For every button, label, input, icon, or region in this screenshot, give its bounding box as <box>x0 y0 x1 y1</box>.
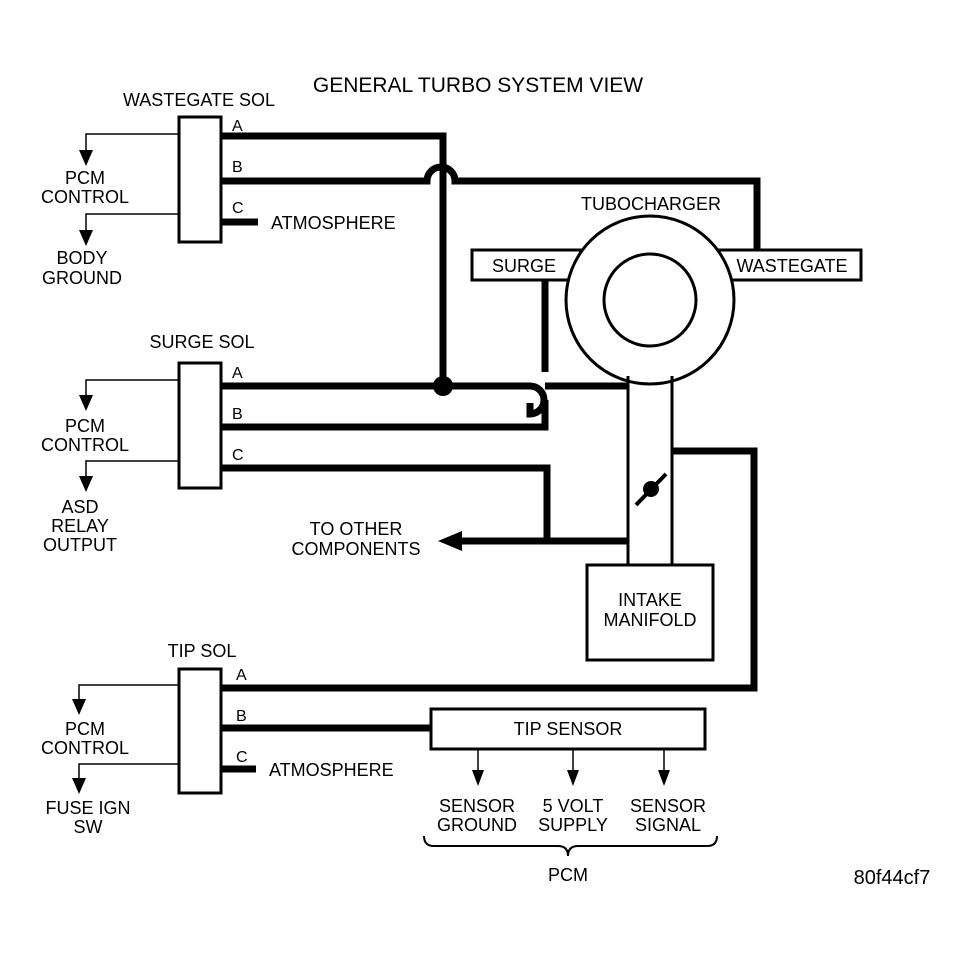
tip-sensor-box <box>429 707 707 751</box>
tip-pcm-arrow-icon <box>72 699 86 715</box>
five-volt-label-line1: 5 VOLT <box>543 796 604 816</box>
surge-control-label-line1: PCM <box>65 416 105 436</box>
sensor-signal-label-line1: SENSOR <box>630 796 706 816</box>
sensor-ground-label-line1: SENSOR <box>439 796 515 816</box>
hose-surge-a <box>221 382 628 418</box>
wastegate-port <box>713 248 863 282</box>
wastegate-atmosphere-label: ATMOSPHERE <box>271 213 396 233</box>
wastegate-control-label-line2: CONTROL <box>41 187 129 207</box>
sensor-signal-label-line2: SIGNAL <box>635 815 701 835</box>
surge-power-label-line3: OUTPUT <box>43 535 117 555</box>
tip-pin-c: C <box>236 749 248 766</box>
tip-sol-box <box>177 667 223 795</box>
intake-tube <box>626 376 674 565</box>
wastegate-ground-arrow-icon <box>79 230 93 246</box>
wastegate-pcm-arrow-icon <box>79 150 93 166</box>
surge-pcm-arrow-icon <box>79 395 93 411</box>
hose-surge-c <box>221 464 551 541</box>
sensor-ground-label-line2: GROUND <box>437 815 517 835</box>
tip-pcm-wire <box>78 684 179 701</box>
intake-manifold-label-line2: MANIFOLD <box>603 610 696 630</box>
surge-pin-b: B <box>232 406 243 423</box>
surge-pin-a: A <box>232 365 243 382</box>
figure-id: 80f44cf7 <box>854 867 931 889</box>
throttle-plate-icon <box>634 472 668 507</box>
wastegate-ground-label-line2: GROUND <box>42 268 122 288</box>
surge-sol-box <box>177 361 223 490</box>
surge-power-label-line1: ASD <box>61 497 98 517</box>
five-volt-label-line2: SUPPLY <box>538 815 608 835</box>
turbocharger: SURGE WASTEGATE TUBOCHARGER <box>470 194 863 386</box>
tip-sensor-label: TIP SENSOR <box>514 719 623 739</box>
other-components-label-line2: COMPONENTS <box>291 539 420 559</box>
surge-sol-label: SURGE SOL <box>149 332 254 352</box>
tip-power-arrow-icon <box>72 778 86 794</box>
tip-power-label-line1: FUSE IGN <box>45 798 130 818</box>
pcm-brace <box>423 835 718 857</box>
wastegate-ground-label-line1: BODY <box>56 248 107 268</box>
wastegate-pin-c: C <box>232 200 244 217</box>
wastegate-port-label: WASTEGATE <box>736 256 847 276</box>
surge-control-label-line2: CONTROL <box>41 435 129 455</box>
surge-pcm-wire <box>85 379 179 397</box>
tip-sensor: TIP SENSOR SENSOR GROUND 5 VOLT SUPPLY S… <box>423 707 718 885</box>
wastegate-control-label-line1: PCM <box>65 168 105 188</box>
tip-control-label-line1: PCM <box>65 719 105 739</box>
surge-port-label: SURGE <box>492 256 556 276</box>
tip-power-wire <box>78 763 179 780</box>
hose-wastegate-b <box>221 163 761 250</box>
other-components-label-line1: TO OTHER <box>310 519 403 539</box>
surge-power-arrow-icon <box>79 476 93 492</box>
tip-solenoid: TIP SOL A B C PCM CONTROL FUSE IGN SW AT… <box>41 641 394 837</box>
hose-wastegate-a <box>221 132 447 386</box>
surge-solenoid: SURGE SOL A B C PCM CONTROL ASD RELAY OU… <box>41 332 255 555</box>
pcm-label: PCM <box>548 865 588 885</box>
wastegate-pcm-wire <box>85 133 179 152</box>
turbocharger-label: TUBOCHARGER <box>581 194 721 214</box>
intake-manifold-box <box>585 563 715 662</box>
wastegate-sol-box <box>177 115 223 244</box>
tip-power-label-line2: SW <box>74 817 103 837</box>
surge-power-wire <box>85 460 179 478</box>
tip-pin-b: B <box>236 708 247 725</box>
tip-control-label-line2: CONTROL <box>41 738 129 758</box>
hose-surge-port <box>221 280 549 431</box>
vacuum-hoses <box>221 132 761 773</box>
wastegate-pin-a: A <box>232 118 243 135</box>
hose-tip-a <box>221 447 758 692</box>
turbo-inner-ring <box>602 252 698 348</box>
wastegate-ground-wire <box>85 213 179 232</box>
wastegate-solenoid: WASTEGATE SOL A B C ATMOSPHERE PCM CONTR… <box>41 90 396 288</box>
five-volt-arrow-icon <box>567 770 579 786</box>
sensor-ground-arrow-icon <box>472 770 484 786</box>
sensor-signal-arrow-icon <box>658 770 670 786</box>
wastegate-pin-b: B <box>232 159 243 176</box>
intake-manifold-label-line1: INTAKE <box>618 590 682 610</box>
wastegate-sol-label: WASTEGATE SOL <box>123 90 275 110</box>
hose-junction <box>433 376 453 396</box>
surge-pin-c: C <box>232 447 244 464</box>
other-components-arrow-icon <box>438 531 462 551</box>
diagram-title: GENERAL TURBO SYSTEM VIEW <box>313 74 643 97</box>
tip-sol-label: TIP SOL <box>168 641 237 661</box>
surge-power-label-line2: RELAY <box>51 516 109 536</box>
tip-atmosphere-label: ATMOSPHERE <box>269 760 394 780</box>
tip-pin-a: A <box>236 667 247 684</box>
